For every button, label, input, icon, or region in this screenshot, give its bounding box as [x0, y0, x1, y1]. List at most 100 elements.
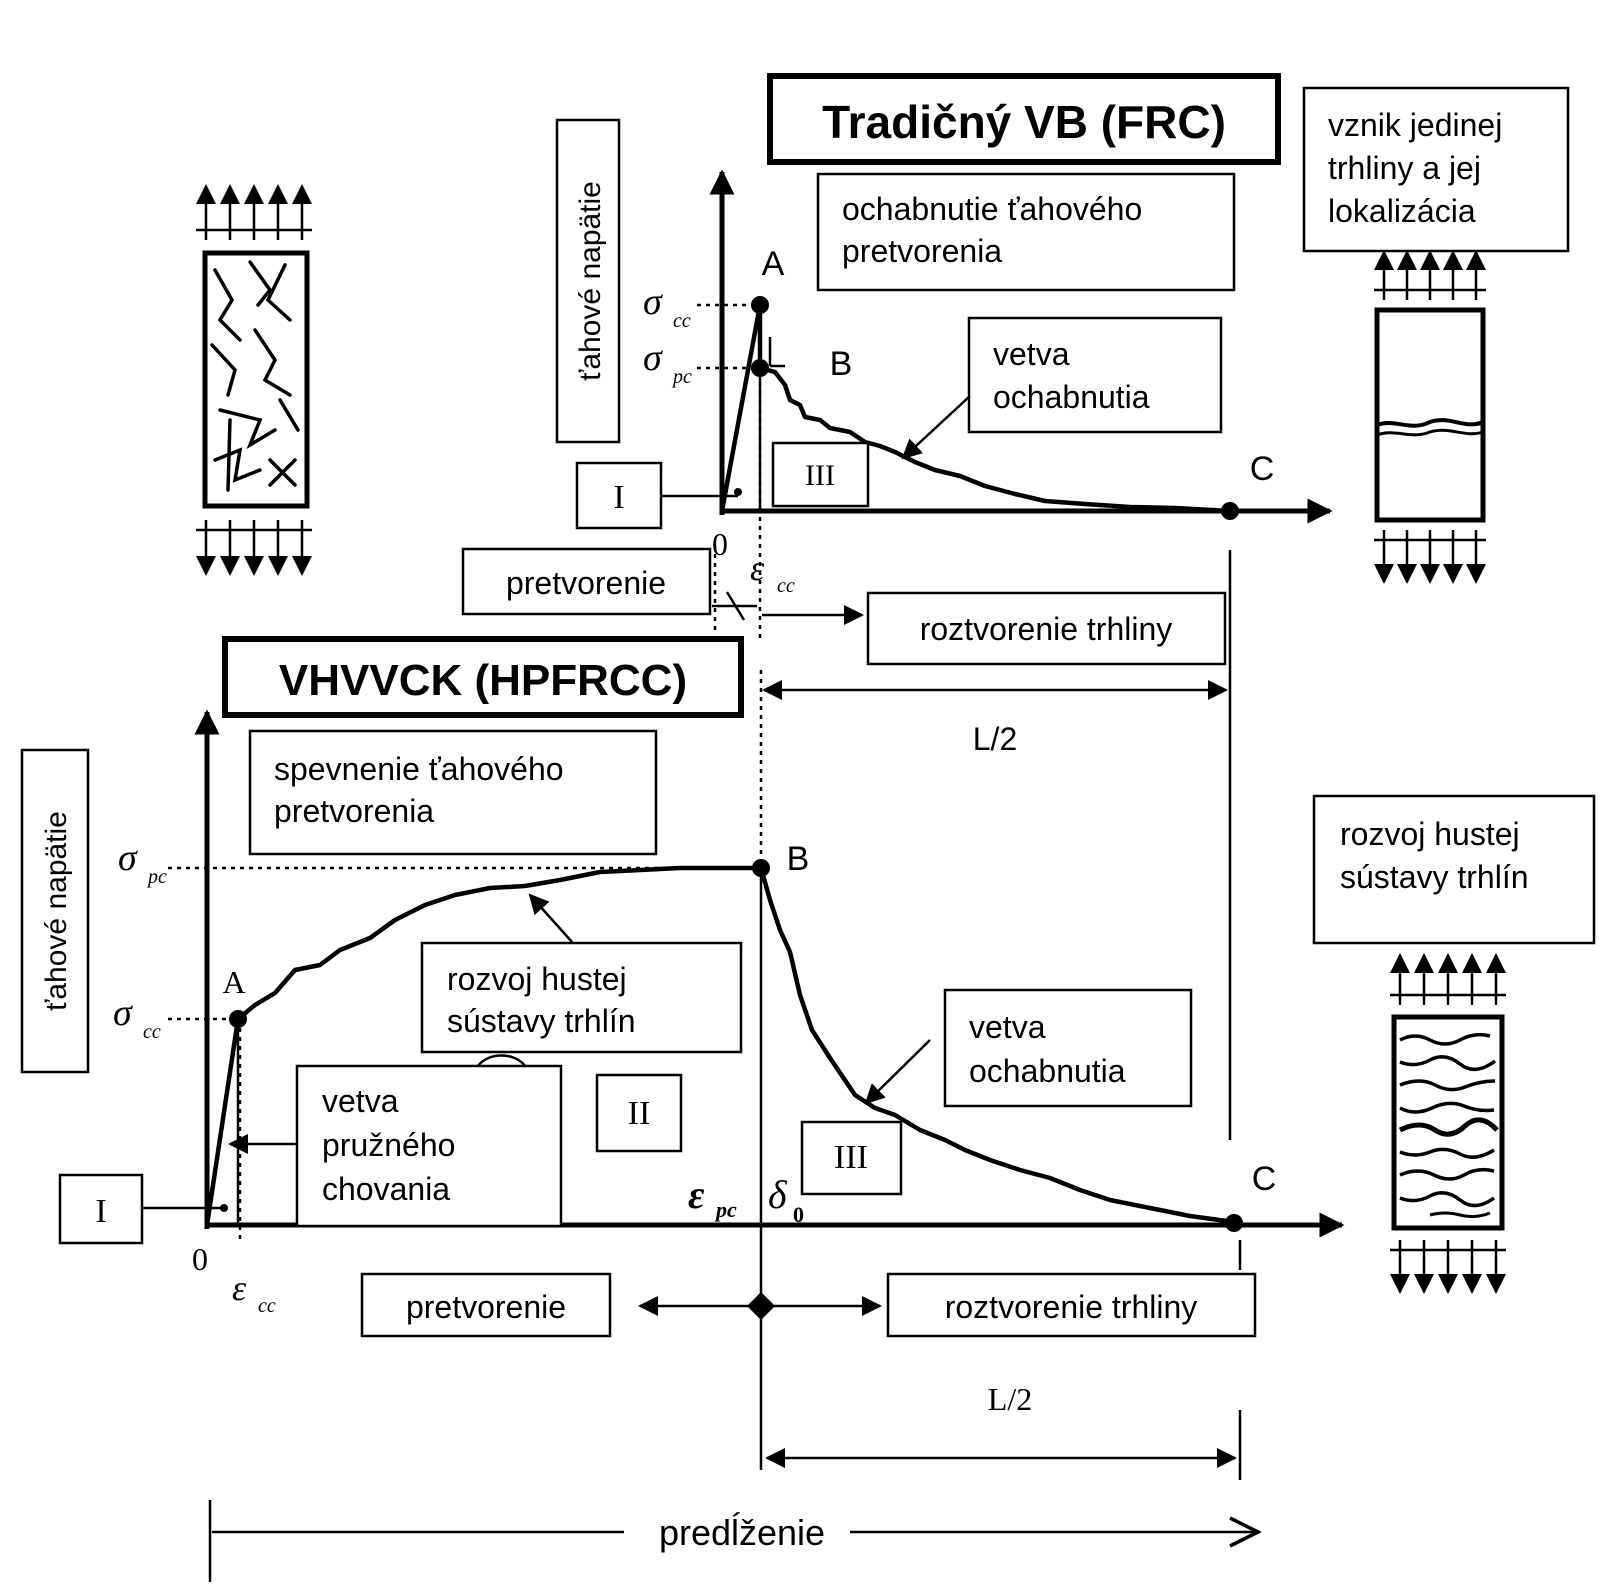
frc-zone-iii-box — [771, 441, 870, 508]
hpfrcc-elastic-line2: pružného — [322, 1127, 455, 1163]
frc-y-label: ťahové napätie — [574, 181, 607, 381]
hpfrcc-sigma-cc: σ cc — [113, 992, 161, 1043]
frc-label-c: C — [1250, 450, 1275, 488]
frc-point-c — [1221, 502, 1239, 520]
hpfrcc-elastic-line1: vetva — [322, 1083, 399, 1119]
hpfrcc-zone-ii-box — [595, 1073, 683, 1153]
svg-text:ε: ε — [688, 1172, 705, 1217]
frc-specimen-single-crack — [1374, 307, 1486, 523]
frc-label-b: B — [830, 345, 853, 383]
hpfrcc-label-a: A — [222, 964, 245, 1000]
frc-zone-i: I — [613, 479, 624, 516]
frc-single-crack-line1: vznik jedinej — [1328, 107, 1502, 143]
hpfrcc-title: VHVVCK (HPFRCC) — [279, 656, 687, 705]
svg-text:0: 0 — [793, 1202, 804, 1227]
svg-text:cc: cc — [143, 1021, 161, 1043]
frc-crack-opening-box — [866, 591, 1227, 666]
frc-eps-cc: ε cc — [750, 548, 795, 597]
hpfrcc-strain-box — [360, 1272, 612, 1338]
svg-text:σ: σ — [643, 281, 663, 323]
svg-text:ε: ε — [232, 1268, 247, 1308]
frc-strain-box — [461, 547, 712, 616]
frc-load-arrows-bottom — [196, 520, 312, 576]
hpfrcc-load-arrows-top — [1390, 953, 1506, 1005]
hpfrcc-branch-line2: ochabnutia — [969, 1053, 1126, 1089]
hpfrcc-hardening-line1: spevnenie ťahového — [274, 751, 564, 787]
frc-branch-box — [967, 316, 1223, 434]
hpfrcc-hardening-box — [248, 729, 658, 856]
frc-curve — [719, 302, 1231, 514]
hpfrcc-origin: 0 — [192, 1241, 208, 1277]
hpfrcc-zone-i: I — [95, 1193, 106, 1230]
frc-strain: pretvorenie — [506, 565, 666, 601]
frc-label-a: A — [762, 245, 785, 283]
svg-text:σ: σ — [113, 992, 133, 1034]
hpfrcc-dense-line2: sústavy trhlín — [1340, 859, 1529, 895]
frc-section: Tradičný VB (FRC) ťahové napätie A B C σ… — [196, 73, 1570, 1140]
frc-softening-line1: ochabnutie ťahového — [842, 191, 1142, 227]
hpfrcc-y-label-box — [20, 748, 90, 1074]
hpfrcc-zone-i-box — [58, 1173, 144, 1245]
hpfrcc-point-a — [229, 1010, 247, 1028]
frc-half-length: L/2 — [973, 721, 1017, 757]
hpfrcc-branch-box — [943, 988, 1193, 1108]
frc-sigma-cc: σ cc — [643, 281, 691, 332]
hpfrcc-multiple-cracking-box — [420, 941, 743, 1054]
hpfrcc-sigma-pc: σ pc — [118, 837, 167, 888]
frc-load-arrows-top — [196, 184, 312, 240]
elongation-axis: predĺženie — [208, 1500, 1258, 1582]
frc-sigma-pc: σ pc — [643, 337, 692, 388]
hpfrcc-dense-line1: rozvoj hustej — [1340, 816, 1520, 852]
hpfrcc-y-label: ťahové napätie — [40, 811, 73, 1011]
frc-title: Tradičný VB (FRC) — [822, 96, 1226, 148]
hpfrcc-dense-cracks-box — [1312, 794, 1596, 945]
hpfrcc-elastic-box — [295, 1064, 563, 1228]
hpfrcc-specimen-dense-cracks — [1391, 1014, 1505, 1231]
frc-point-a — [751, 296, 769, 314]
frc-right-load-arrows-top — [1374, 250, 1486, 300]
hpfrcc-branch-line1: vetva — [969, 1009, 1046, 1045]
frc-single-crack-line2: trhliny a jej — [1328, 150, 1481, 186]
hpfrcc-crack-opening: roztvorenie trhliny — [945, 1289, 1198, 1325]
hpfrcc-load-arrows-bottom — [1390, 1240, 1506, 1294]
hpfrcc-title-box — [222, 636, 744, 718]
svg-text:σ: σ — [643, 337, 663, 379]
elongation-label: predĺženie — [659, 1511, 825, 1553]
hpfrcc-label-b: B — [787, 840, 810, 878]
frc-branch-line1: vetva — [993, 336, 1070, 372]
hpfrcc-point-b — [752, 859, 770, 877]
hpfrcc-crack-opening-box — [886, 1272, 1257, 1338]
svg-text:δ: δ — [768, 1172, 788, 1217]
hpfrcc-multiple-line1: rozvoj hustej — [447, 961, 627, 997]
hpfrcc-strain: pretvorenie — [406, 1289, 566, 1325]
frc-specimen-fibers — [202, 250, 310, 509]
frc-crack-opening: roztvorenie trhliny — [920, 611, 1173, 647]
hpfrcc-multiple-line2: sústavy trhlín — [447, 1003, 636, 1039]
hpfrcc-point-c — [1225, 1214, 1243, 1232]
frc-single-crack-line3: lokalizácia — [1328, 193, 1476, 229]
hpfrcc-curve — [204, 865, 1235, 1226]
frc-branch-line2: ochabnutia — [993, 379, 1150, 415]
hpfrcc-hardening-line2: pretvorenia — [274, 793, 434, 829]
frc-softening-line2: pretvorenia — [842, 233, 1002, 269]
frc-point-b — [751, 359, 769, 377]
hpfrcc-elastic-line3: chovania — [322, 1171, 450, 1207]
hpfrcc-zone-ii: II — [628, 1095, 651, 1132]
frc-softening-box — [816, 172, 1236, 292]
svg-text:pc: pc — [714, 1197, 737, 1222]
hpfrcc-zone-iii-box — [800, 1120, 903, 1196]
svg-text:ε: ε — [750, 548, 765, 588]
svg-text:cc: cc — [258, 1295, 276, 1317]
hpfrcc-eps-cc: ε cc — [232, 1268, 276, 1317]
frc-origin: 0 — [712, 526, 728, 562]
svg-text:σ: σ — [118, 837, 138, 879]
hpfrcc-eps-pc: ε pc — [688, 1172, 737, 1222]
hpfrcc-zone-iii: III — [834, 1139, 868, 1176]
hpfrcc-half-length: L/2 — [988, 1381, 1032, 1417]
svg-text:pc: pc — [146, 866, 167, 888]
hpfrcc-delta-0: δ 0 — [768, 1172, 804, 1227]
frc-y-label-box — [555, 118, 621, 444]
hpfrcc-label-c: C — [1252, 1160, 1277, 1198]
